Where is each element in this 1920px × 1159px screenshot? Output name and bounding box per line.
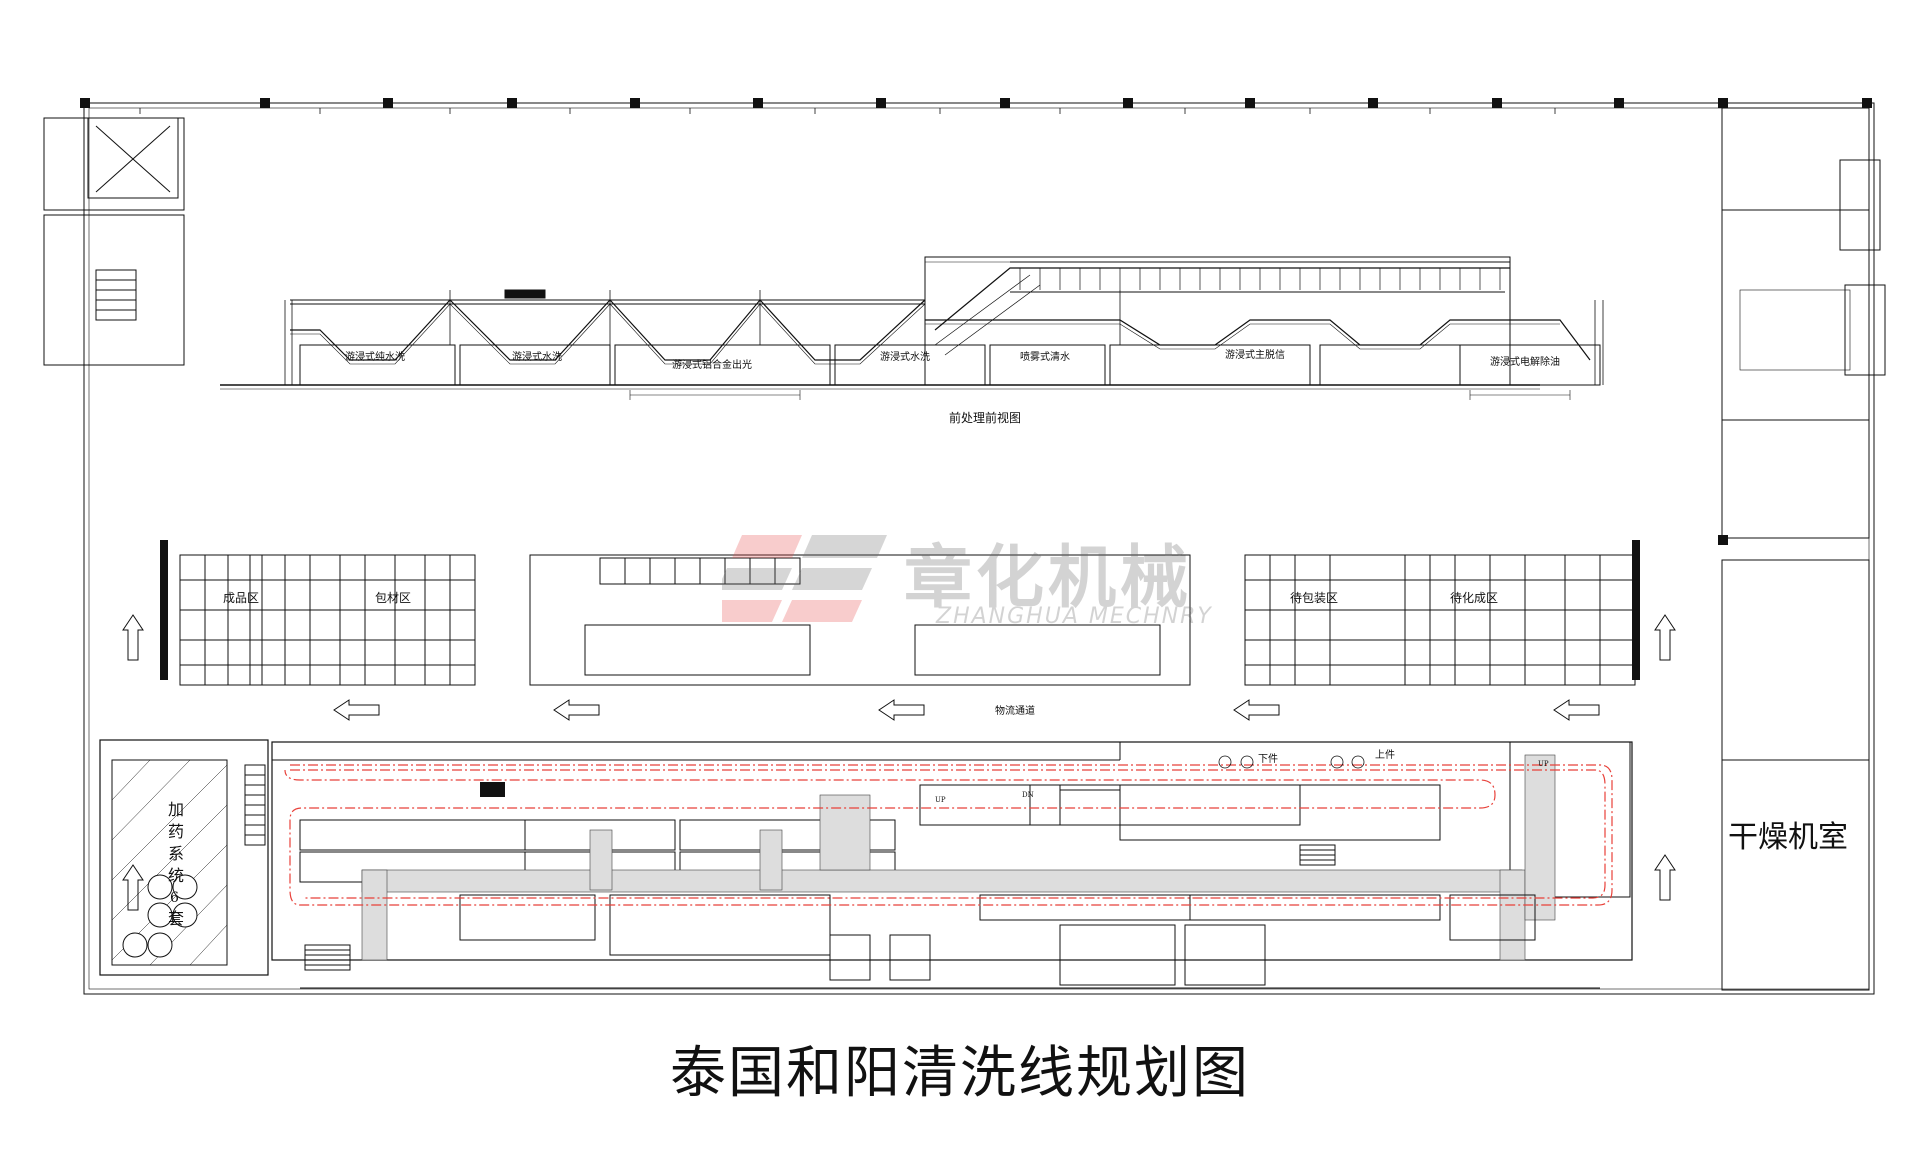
load-marker: 上件 — [1375, 749, 1395, 761]
dosing-char-5: 6 — [170, 890, 179, 906]
unload-icon-a — [1218, 755, 1232, 769]
front-view — [220, 256, 1604, 400]
dosing-char-2: 药 — [168, 822, 184, 841]
elevator-shaft — [87, 117, 179, 199]
dosing-room — [99, 739, 269, 976]
line-dn-label: DN — [1022, 791, 1034, 799]
cleaning-line — [271, 741, 1633, 989]
front-view-caption: 前处理前视图 — [949, 410, 1021, 425]
zone-packaging: 包材区 — [375, 591, 411, 605]
tank-label-2: 游浸式水洗 — [512, 350, 562, 363]
tank-label-4: 游浸式水洗 — [880, 350, 930, 363]
tank-label-5: 喷雾式清水 — [1020, 350, 1070, 363]
line-up-label-1: UP — [935, 796, 946, 804]
load-icon-b — [1351, 755, 1365, 769]
stair-box-left-mid — [43, 214, 185, 366]
drawing-title: 泰国和阳清洗线规划图 — [670, 1041, 1250, 1106]
dosing-char-3: 系 — [168, 844, 184, 863]
tank-label-1: 游浸式纯水洗 — [345, 350, 405, 363]
elevator-cross-b — [95, 125, 171, 193]
unload-marker: 下件 — [1258, 753, 1278, 765]
unload-icon-b — [1240, 755, 1254, 769]
zones — [122, 554, 1676, 911]
dry-room-outline — [1721, 559, 1870, 761]
dosing-char-1: 加 — [168, 800, 184, 819]
wall-columns-top — [80, 98, 1872, 680]
tank-label-6: 游浸式主脱信 — [1225, 348, 1285, 361]
line-up-label-2: UP — [1538, 760, 1549, 768]
zone-finished: 成品区 — [223, 591, 259, 605]
zone-to-pack: 待包装区 — [1290, 591, 1338, 605]
spray-enclosure — [924, 256, 1511, 386]
tank-label-7: 游浸式电解除油 — [1490, 355, 1560, 368]
load-icon-a — [1330, 755, 1344, 769]
building-inner-outline — [88, 107, 1870, 990]
dosing-char-6: 套 — [168, 909, 184, 928]
zone-to-form: 待化成区 — [1450, 591, 1498, 605]
stair-left — [95, 269, 137, 321]
dosing-char-4: 统 — [168, 866, 184, 885]
tank-label-3: 游浸式铝合金出光 — [672, 358, 752, 371]
dry-machine-room-outline — [1721, 759, 1870, 991]
dry-room-label: 干燥机室 — [1728, 820, 1848, 855]
service-rooms-right — [1721, 107, 1870, 539]
transport-route — [284, 764, 1613, 906]
logistics-channel: 物流通道 — [995, 704, 1035, 717]
toilet-block — [1721, 209, 1870, 421]
building-outline — [83, 102, 1875, 995]
